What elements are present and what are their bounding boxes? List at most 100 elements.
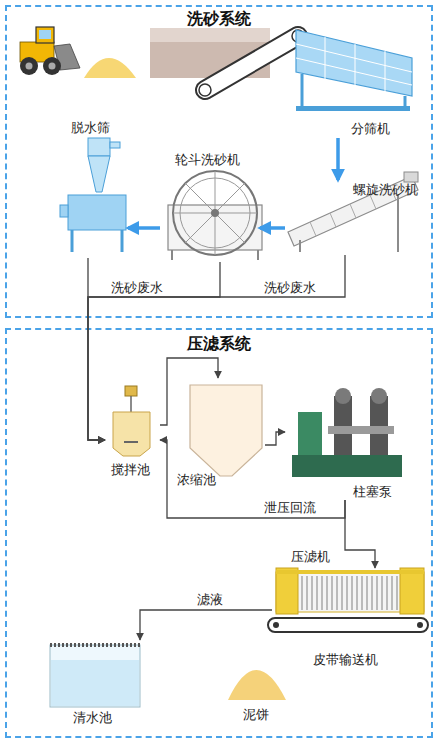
press-head (276, 568, 298, 614)
conveyor-roller (199, 84, 211, 96)
process-arrow (128, 226, 160, 230)
loader-hub (26, 63, 33, 70)
spiral-blade (370, 195, 376, 209)
belt-roller (417, 622, 423, 628)
machine-label: 轮斗洗砂机 (175, 152, 240, 168)
cyclone-inlet (110, 142, 120, 148)
wheel-leg (257, 250, 259, 260)
plunger-pump-illustration (292, 388, 402, 477)
machine-label: 压滤机 (291, 549, 330, 565)
press-beam (276, 570, 424, 574)
belt-conveyor-illustration (268, 618, 428, 632)
machine-label: 搅拌池 (111, 462, 150, 478)
section-title: 压滤系统 (187, 335, 251, 353)
spiral-leg (299, 240, 301, 252)
screen-grid (296, 44, 412, 72)
pump-cylinder (334, 396, 352, 455)
flow-line (160, 358, 218, 425)
spiral-washer-illustration (288, 172, 418, 252)
cyclone-cone (88, 156, 110, 192)
spiral-blade (350, 204, 356, 218)
pump-cylinder (370, 396, 388, 455)
machine-node: 柱塞泵 (285, 375, 410, 500)
machine-label: 螺旋洗砂机 (353, 182, 418, 198)
process-arrow (336, 138, 340, 180)
machine-node: 脱水筛 (58, 118, 128, 258)
flow-line (88, 262, 220, 440)
wheel-washer-illustration (168, 171, 262, 260)
pump-base (292, 455, 402, 477)
dewatering-screen-illustration (60, 138, 126, 252)
spiral-leg (397, 195, 399, 252)
agitator-blade (124, 441, 138, 443)
feeder-bin-top (150, 28, 270, 42)
loader-cab (36, 27, 54, 43)
flow-line (140, 610, 272, 640)
machine-node: 螺旋洗砂机 (285, 180, 420, 255)
tank-node: 搅拌池 (105, 385, 160, 480)
loader-wheel (43, 57, 61, 75)
machine-node: 分筛机 (285, 28, 420, 138)
edge-label: 滤液 (197, 592, 223, 608)
section-title: 洗砂系统 (187, 10, 251, 28)
loader-hub (49, 63, 56, 70)
edge-label: 洗砂废水 (111, 280, 163, 296)
conveyor-illustration (150, 28, 304, 96)
loader-illustration (20, 27, 80, 75)
screen-leg (301, 74, 304, 108)
belt-roller (273, 622, 279, 628)
loader-wheel (20, 57, 38, 75)
machine-label: 泥饼 (243, 707, 269, 723)
system-section: 压滤系统搅拌池浓缩池柱塞泵压滤机皮带输送机清水池泥饼 (5, 328, 433, 738)
spiral-blade (310, 222, 316, 236)
flow-line (160, 440, 345, 518)
thickener-tank (190, 385, 262, 476)
flow-line (345, 500, 375, 568)
screen-grid (325, 37, 326, 79)
sand-pile (84, 58, 136, 78)
filter-press-illustration (276, 568, 424, 614)
pump-motor (298, 412, 322, 455)
dewatering-leg (71, 230, 74, 252)
mud-cake-pile (228, 670, 286, 700)
flow-line (265, 432, 285, 445)
dewatering-outlet (60, 205, 68, 217)
wheel-rim (173, 171, 257, 255)
dewatering-box (68, 195, 126, 230)
pump-head (335, 388, 351, 404)
machine-label: 浓缩池 (177, 472, 216, 488)
water-tank-illustration (50, 645, 140, 707)
flow-line (88, 255, 345, 440)
agitator-motor (125, 386, 137, 396)
water-fill (51, 660, 139, 706)
mixing-tank-illustration (113, 386, 150, 456)
press-tail (400, 568, 424, 614)
press-plates (302, 576, 397, 610)
wheel-spoke (185, 183, 245, 243)
machine-node: 皮带输送机 (265, 617, 430, 669)
screen-grid (355, 44, 356, 86)
water-tank (50, 645, 140, 707)
flow-line (88, 258, 105, 440)
wheel-leg (171, 250, 173, 260)
machine-label: 柱塞泵 (353, 484, 392, 500)
tank-node: 清水池 (45, 640, 150, 732)
system-section: 洗砂系统脱水筛 分筛机轮斗洗砂机螺旋洗砂机 (5, 5, 433, 318)
wheel-hub (211, 209, 219, 217)
tank-rim (50, 643, 140, 647)
spiral-motor (404, 172, 418, 182)
machine-node: 轮斗洗砂机 (160, 150, 260, 262)
dewatering-leg (121, 230, 124, 252)
screen-illustration (296, 30, 412, 111)
conveyor-belt-inner (205, 36, 298, 90)
machine-label: 分筛机 (351, 121, 390, 137)
tank-node: 浓缩池 (185, 378, 265, 490)
edge-label: 泄压回流 (264, 500, 316, 516)
product-node: 泥饼 (225, 640, 290, 725)
cyclone-head (88, 138, 110, 156)
